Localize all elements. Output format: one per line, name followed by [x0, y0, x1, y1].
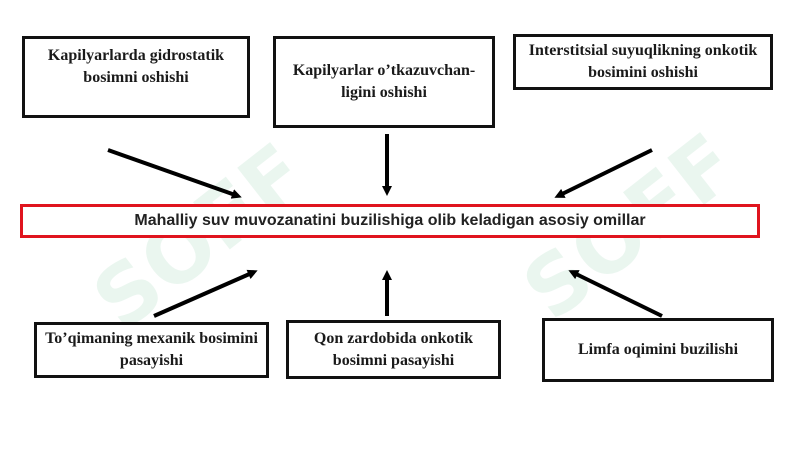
factor-box-interstitial-oncotic-pressure: Interstitsial suyuqlikning onkotik bosim… — [513, 34, 773, 90]
factor-label: Limfa oqimini buzilishi — [577, 341, 739, 358]
factor-box-capillary-hydrostatic-pressure: Kapilyarlarda gidrostatik bosimni oshish… — [22, 36, 250, 118]
arrow-bottom-right — [568, 270, 663, 318]
arrow-top-right — [554, 148, 653, 198]
factor-box-capillary-permeability: Kapilyarlar o’tkazuvchan-ligini oshishi — [273, 36, 495, 128]
arrow-top-left — [107, 148, 242, 199]
factor-box-tissue-mechanical-pressure: To’qimaning mexanik bosimini pasayishi — [34, 322, 269, 378]
factor-label: Interstitsial suyuqlikning onkotik bosim… — [528, 42, 758, 81]
factor-box-lymph-flow: Limfa oqimini buzilishi — [542, 318, 774, 382]
arrow-bottom-left — [153, 269, 258, 318]
central-concept-label: Mahalliy suv muvozanatini buzilishiga ol… — [134, 212, 646, 229]
factor-label: Kapilyarlarda gidrostatik bosimni oshish… — [47, 47, 225, 86]
factor-label: Qon zardobida onkotik bosimni pasayishi — [313, 329, 474, 369]
factor-label: Kapilyarlar o’tkazuvchan-ligini oshishi — [292, 62, 476, 101]
central-concept-bar: Mahalliy suv muvozanatini buzilishiga ol… — [20, 204, 760, 238]
factor-box-serum-oncotic-pressure: Qon zardobida onkotik bosimni pasayishi — [286, 320, 501, 379]
factor-label: To’qimaning mexanik bosimini pasayishi — [45, 330, 258, 369]
